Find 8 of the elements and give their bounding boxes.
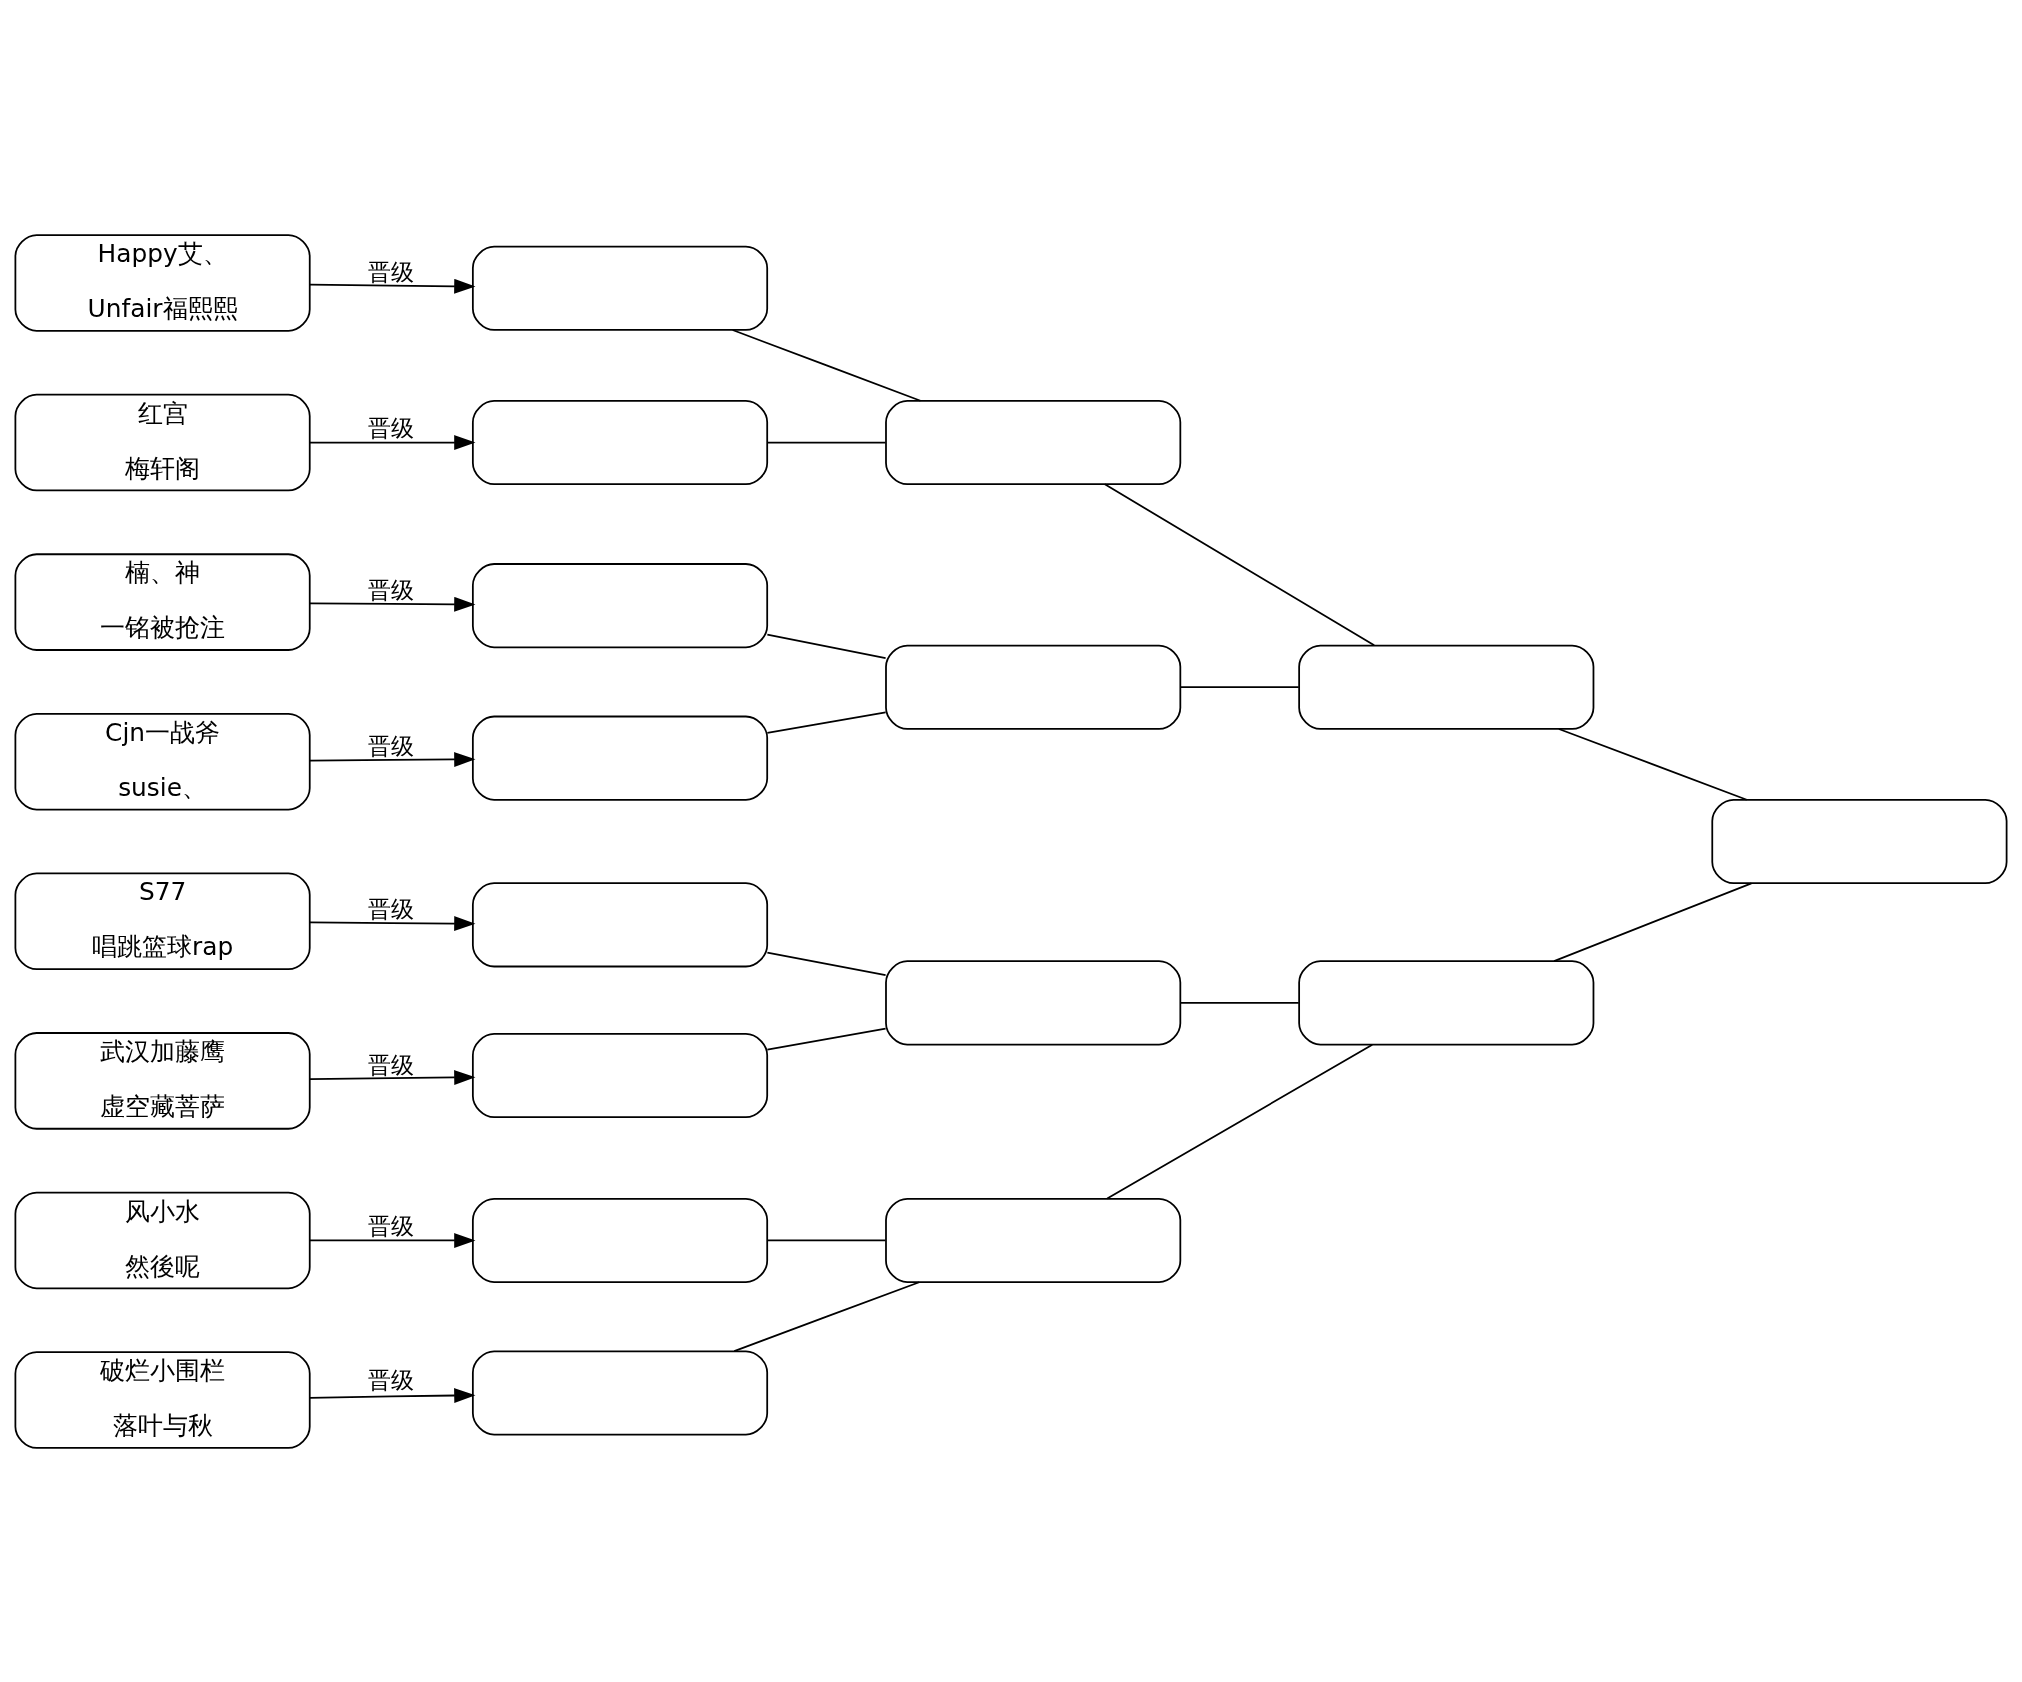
edge-label: 晋级 bbox=[368, 414, 415, 441]
edge-label: 晋级 bbox=[368, 895, 415, 922]
edge-label: 晋级 bbox=[368, 732, 415, 759]
edge-label: 晋级 bbox=[368, 1051, 415, 1078]
edge-label: 晋级 bbox=[368, 576, 415, 603]
edge-label: 晋级 bbox=[368, 258, 415, 285]
edge-label: 晋级 bbox=[368, 1366, 415, 1393]
edge-label: 晋级 bbox=[368, 1212, 415, 1239]
